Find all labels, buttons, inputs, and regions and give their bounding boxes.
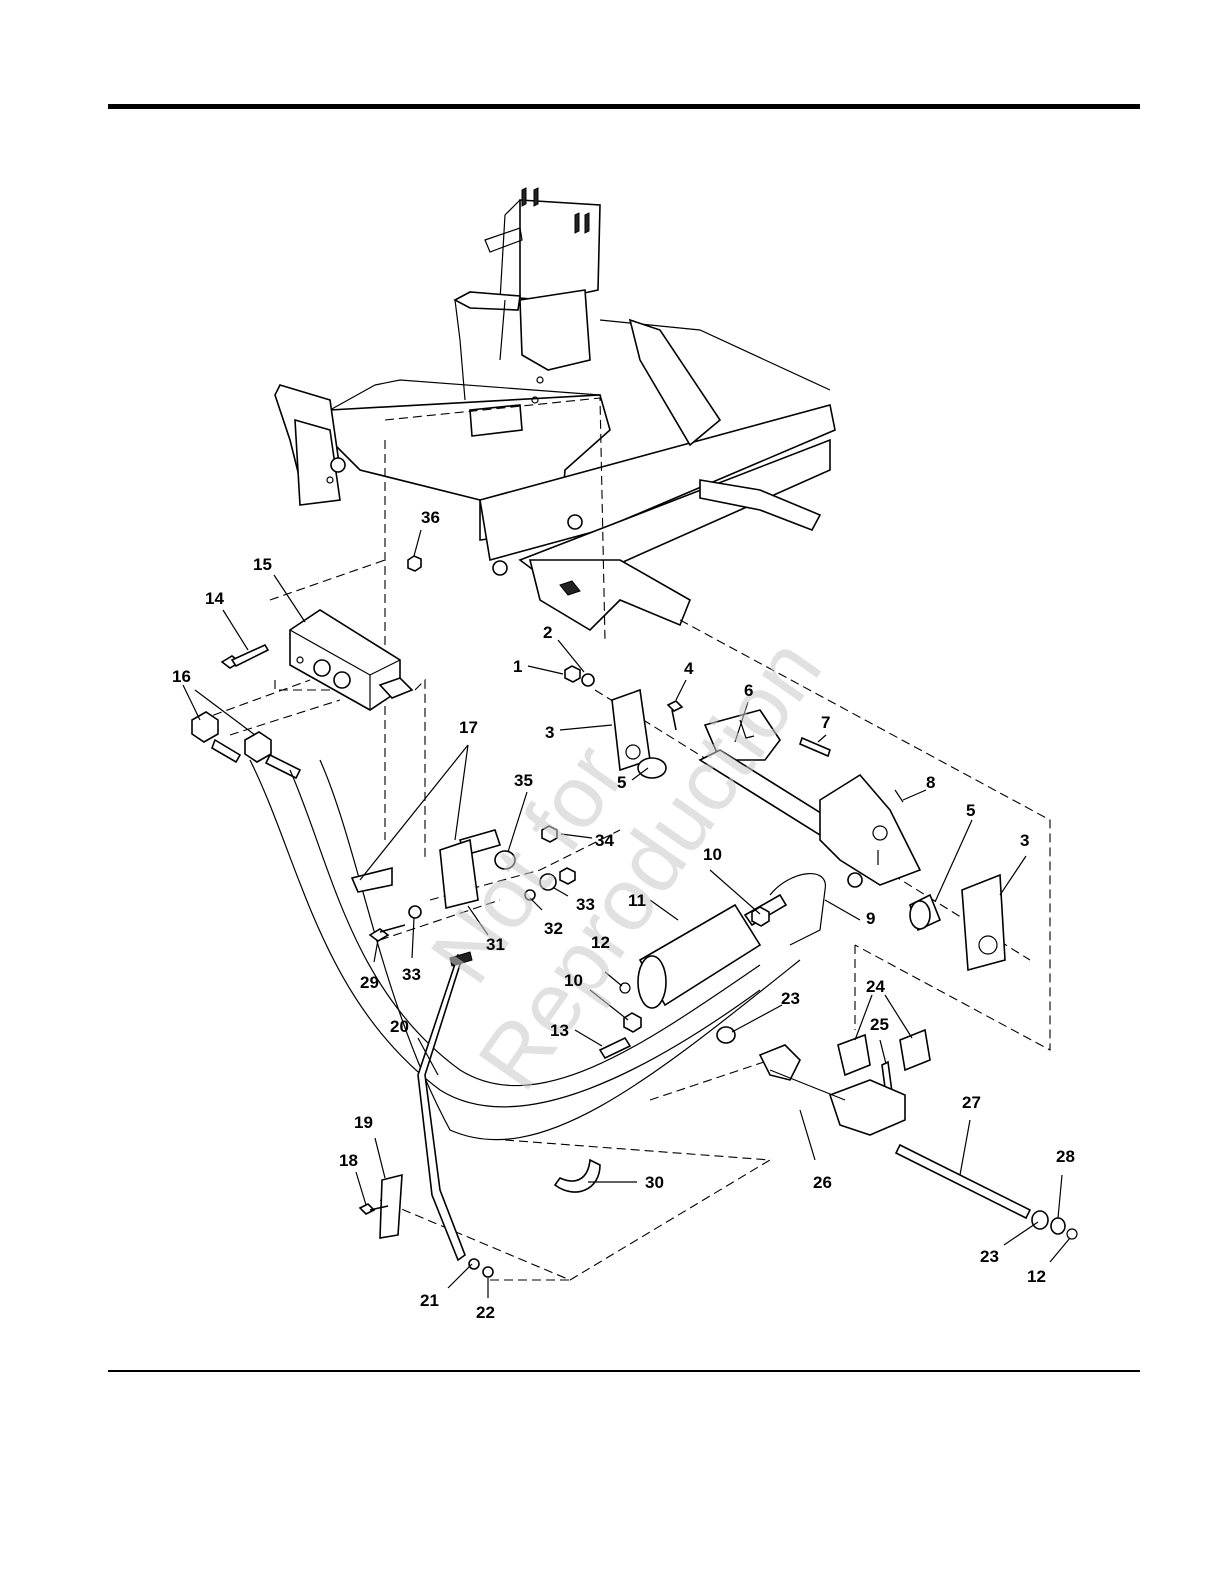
tractor-frame <box>275 188 835 630</box>
callout-3-left: 3 <box>545 723 554 742</box>
callout-17: 17 <box>459 718 478 737</box>
part-8-cotter <box>895 790 903 802</box>
callout-26: 26 <box>813 1173 832 1192</box>
part-15-valve-block <box>290 610 412 710</box>
callout-31: 31 <box>486 935 505 954</box>
callout-8: 8 <box>926 773 935 792</box>
callout-2: 2 <box>543 623 552 642</box>
callout-20: 20 <box>390 1017 409 1036</box>
part-13-fitting <box>600 1038 630 1058</box>
callout-18: 18 <box>339 1151 358 1170</box>
callout-27: 27 <box>962 1093 981 1112</box>
callout-19: 19 <box>354 1113 373 1132</box>
callout-6: 6 <box>744 681 753 700</box>
callout-28: 28 <box>1056 1147 1075 1166</box>
part-23-28-12-washers <box>1032 1211 1077 1239</box>
callout-10-lower: 10 <box>564 971 583 990</box>
callout-7: 7 <box>821 713 830 732</box>
callout-5-left: 5 <box>617 773 626 792</box>
callout-21: 21 <box>420 1291 439 1310</box>
part-30-clamp <box>555 1160 600 1192</box>
callout-30: 30 <box>645 1173 664 1192</box>
part-36-nut <box>408 556 421 571</box>
callout-35: 35 <box>514 771 533 790</box>
callout-22: 22 <box>476 1303 495 1322</box>
callout-25: 25 <box>870 1015 889 1034</box>
callout-29: 29 <box>360 973 379 992</box>
part-3-bracket-left <box>612 690 650 770</box>
callout-32: 32 <box>544 919 563 938</box>
part-3-bracket-right <box>962 875 1005 970</box>
callout-11: 11 <box>628 891 646 910</box>
part-6-pedal-plate <box>820 775 920 887</box>
callout-23-lower: 23 <box>980 1247 999 1266</box>
callout-33-mid: 33 <box>576 895 595 914</box>
callout-10-upper: 10 <box>703 845 722 864</box>
callout-36: 36 <box>421 508 440 527</box>
part-4-bolt <box>668 701 682 730</box>
part-16-fittings <box>192 712 300 778</box>
callout-24: 24 <box>866 977 885 996</box>
part-14-bolt <box>222 645 268 668</box>
callout-13: 13 <box>550 1021 569 1040</box>
part-1-2-nut-washer <box>565 666 594 686</box>
part-20-rod <box>418 952 472 1260</box>
callout-33-left: 33 <box>402 965 421 984</box>
part-7-pin <box>800 738 830 756</box>
callout-15: 15 <box>253 555 272 574</box>
part-23-bushing-left <box>717 1027 735 1043</box>
callout-34: 34 <box>595 831 614 850</box>
callout-14: 14 <box>205 589 224 608</box>
callout-12-right: 12 <box>1027 1267 1046 1286</box>
callout-1: 1 <box>513 657 522 676</box>
callout-3-right: 3 <box>1020 831 1029 850</box>
callout-4: 4 <box>684 659 694 678</box>
part-26-pedal-bracket <box>760 1045 905 1135</box>
callout-9: 9 <box>866 909 875 928</box>
callout-12-left: 12 <box>591 933 610 952</box>
callout-16: 16 <box>172 667 191 686</box>
callout-23-upper: 23 <box>781 989 800 1008</box>
callout-5-right: 5 <box>966 801 975 820</box>
part-21-22-washer-nut <box>469 1259 493 1277</box>
